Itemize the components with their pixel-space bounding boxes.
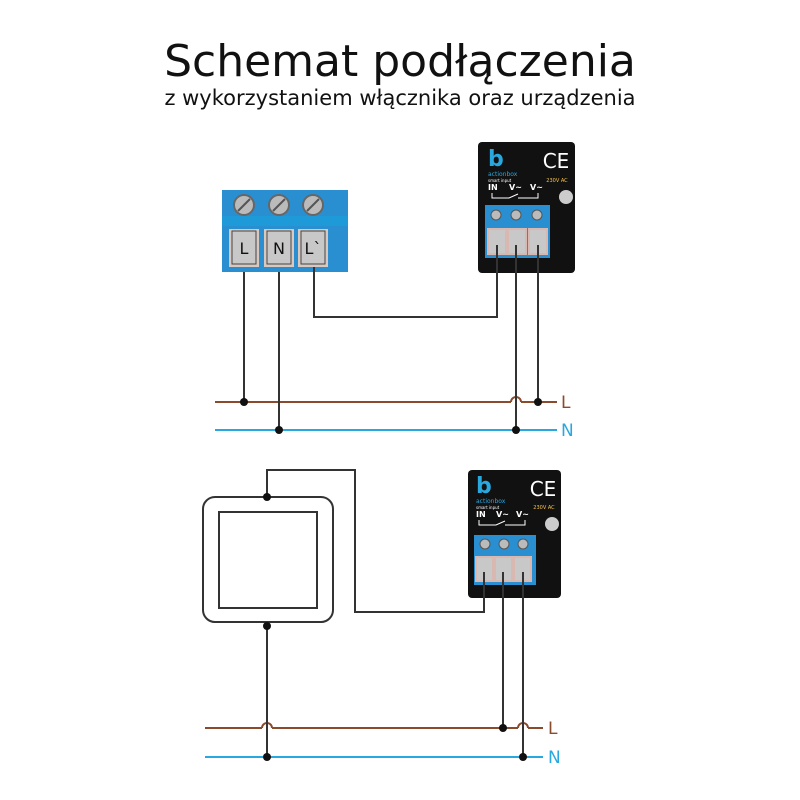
pin-label-in: IN — [488, 183, 498, 192]
logo-icon: b — [488, 147, 504, 172]
smart-device-top: b actionbox smart input CE 230V AC IN V~… — [478, 142, 575, 273]
wires-bottom — [205, 469, 543, 761]
brand-logo: actionbox — [488, 171, 518, 178]
screw-icon — [302, 194, 324, 216]
smart-input-label: smart input — [488, 178, 512, 183]
logo-icon: b — [476, 474, 492, 499]
brand-logo: actionbox — [476, 498, 506, 505]
neutral-label: N — [561, 421, 574, 441]
live-label: L — [548, 719, 558, 739]
wires-top — [215, 245, 557, 434]
pin-label-v2: V~ — [530, 183, 543, 192]
voltage-label: 230V AC — [546, 178, 568, 184]
diagram-subtitle: z wykorzystaniem włącznika oraz urządzen… — [164, 86, 636, 110]
wall-switch — [202, 496, 334, 623]
live-label: L — [561, 393, 571, 413]
led-icon — [545, 517, 559, 531]
smart-device-bottom: b actionbox smart input CE 230V AC IN V~… — [468, 470, 561, 598]
voltage-label: 230V AC — [533, 505, 555, 511]
terminal-label-n: N — [273, 239, 285, 258]
diagram-title: Schemat podłączenia — [164, 36, 636, 87]
smart-input-label: smart input — [476, 505, 500, 510]
terminal-label-l: L — [240, 239, 249, 258]
terminal-label-l-prime: L` — [305, 239, 322, 258]
pin-label-in: IN — [476, 510, 486, 519]
terminal-block: L N L` — [222, 190, 348, 272]
screw-icon — [233, 194, 255, 216]
screw-icon — [268, 194, 290, 216]
led-icon — [559, 190, 573, 204]
neutral-label: N — [548, 748, 561, 768]
ce-mark: CE — [543, 149, 570, 173]
pin-label-v2: V~ — [516, 510, 529, 519]
ce-mark: CE — [530, 477, 557, 501]
pin-label-v1: V~ — [496, 510, 509, 519]
pin-label-v1: V~ — [509, 183, 522, 192]
